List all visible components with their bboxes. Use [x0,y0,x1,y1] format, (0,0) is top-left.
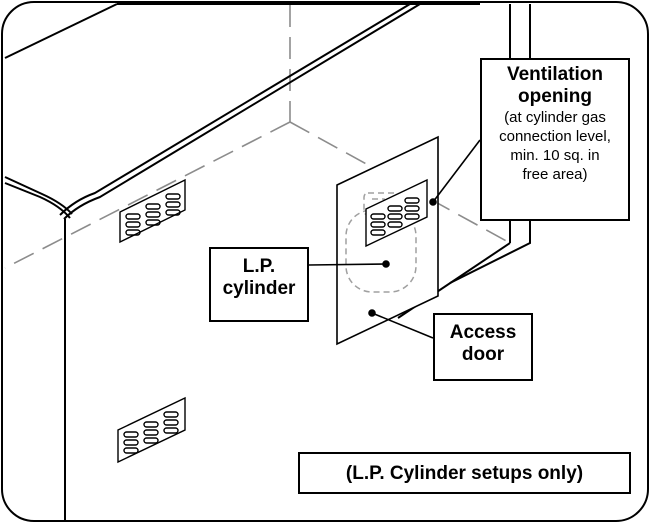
lp-cylinder-line1: L.P. [242,256,276,277]
setups-note-text: (L.P. Cylinder setups only) [345,463,584,484]
lid [4,3,480,240]
lp-cylinder-callout: L.P. cylinder [209,247,309,322]
ventilation-note-line2: connection level, [499,128,611,145]
access-door-line2: door [461,344,505,365]
access-door-panel [336,135,439,346]
setups-note-callout: (L.P. Cylinder setups only) [298,452,631,494]
leader-lines [308,139,481,339]
ventilation-note-line4: free area) [522,166,588,183]
access-door-line1: Access [449,322,517,343]
access-door-callout: Access door [433,313,533,381]
ventilation-title-line1: Ventilation [506,64,604,85]
side-vent-upper [119,178,186,244]
side-vent-lower [117,396,186,464]
door-vent [365,178,428,248]
ventilation-note-line3: min. 10 sq. in [510,147,600,164]
hidden-edges [4,5,511,269]
lp-cylinder-line2: cylinder [222,278,296,299]
ventilation-title-line2: opening [518,86,592,107]
ventilation-note-line1: (at cylinder gas [504,109,606,126]
ventilation-opening-callout: Ventilation opening (at cylinder gas con… [480,58,630,221]
